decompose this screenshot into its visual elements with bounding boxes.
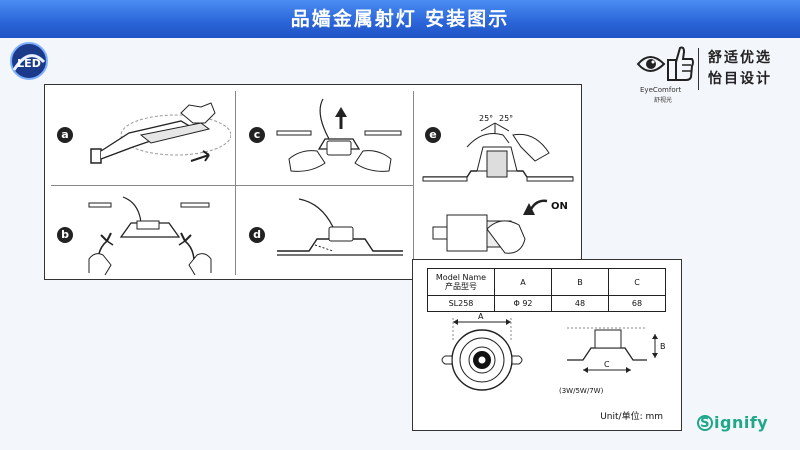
signify-wordmark: ignify <box>714 413 769 432</box>
step-label-e: e <box>425 127 441 143</box>
spec-data-row: SL258 Φ 92 48 68 <box>427 295 666 312</box>
spec-cell-b: 48 <box>551 295 609 312</box>
grid-divider-v1 <box>235 91 236 275</box>
eye-comfort-slogan: 舒适优选 怡目设计 <box>708 48 772 90</box>
dim-b-label: B <box>660 342 666 351</box>
eye-comfort-cn: 舒视光 <box>654 97 673 104</box>
spec-panel: Model Name 产品型号 A B C SL258 Φ 92 48 68 A <box>412 259 682 431</box>
angle-right-label: 25° <box>499 114 513 123</box>
step-d-drawing <box>277 198 403 256</box>
slogan-line-1: 舒适优选 <box>708 50 772 66</box>
signify-s-icon: S <box>697 415 713 431</box>
unit-label: Unit/单位: mm <box>600 412 663 422</box>
spec-header-model: Model Name 产品型号 <box>427 268 495 296</box>
led-badge-icon: LED <box>10 42 48 80</box>
wattage-label: (3W/5W/7W) <box>559 387 604 395</box>
spec-cell-c: 68 <box>608 295 666 312</box>
spec-cell-a: Φ 92 <box>494 295 552 312</box>
eye-comfort-brand: EyeComfort <box>640 86 682 94</box>
step-label-a: a <box>57 127 73 143</box>
step-b-drawing <box>88 196 212 276</box>
spec-header-row: Model Name 产品型号 A B C <box>427 268 666 296</box>
led-badge-text: LED <box>17 57 41 70</box>
step-e-drawing: 25° 25° ON <box>422 114 574 254</box>
switch-on-label: ON <box>551 201 568 212</box>
spec-header-model-en: Model Name <box>435 273 487 282</box>
eye-comfort-divider <box>698 48 699 90</box>
step-a-drawing <box>90 102 231 164</box>
dim-a-label: A <box>478 312 484 321</box>
eye-comfort-logo: 舒适优选 怡目设计 EyeComfort 舒视光 <box>636 44 796 104</box>
step-label-b: b <box>57 227 73 243</box>
slogan-line-2: 怡目设计 <box>708 71 772 87</box>
installation-diagram-panel: a b c d <box>44 84 582 280</box>
grid-divider-v2 <box>413 91 414 275</box>
step-label-d: d <box>249 227 265 243</box>
spec-header-c: C <box>608 268 666 296</box>
dimension-drawing: A B C <box>441 312 666 391</box>
eye-thumb-icon <box>636 46 694 81</box>
spec-cell-model: SL258 <box>427 295 495 312</box>
slide-title: 品嫱金属射灯 安装图示 <box>0 0 800 38</box>
spec-header-a: A <box>494 268 552 296</box>
spec-table: Model Name 产品型号 A B C SL258 Φ 92 48 68 <box>427 268 666 312</box>
angle-left-label: 25° <box>479 114 493 123</box>
grid-divider-h <box>51 185 413 186</box>
spec-header-b: B <box>551 268 609 296</box>
step-c-drawing <box>276 98 402 172</box>
step-label-c: c <box>249 127 265 143</box>
dim-c-label: C <box>604 360 610 369</box>
spec-header-model-cn: 产品型号 <box>445 282 477 291</box>
